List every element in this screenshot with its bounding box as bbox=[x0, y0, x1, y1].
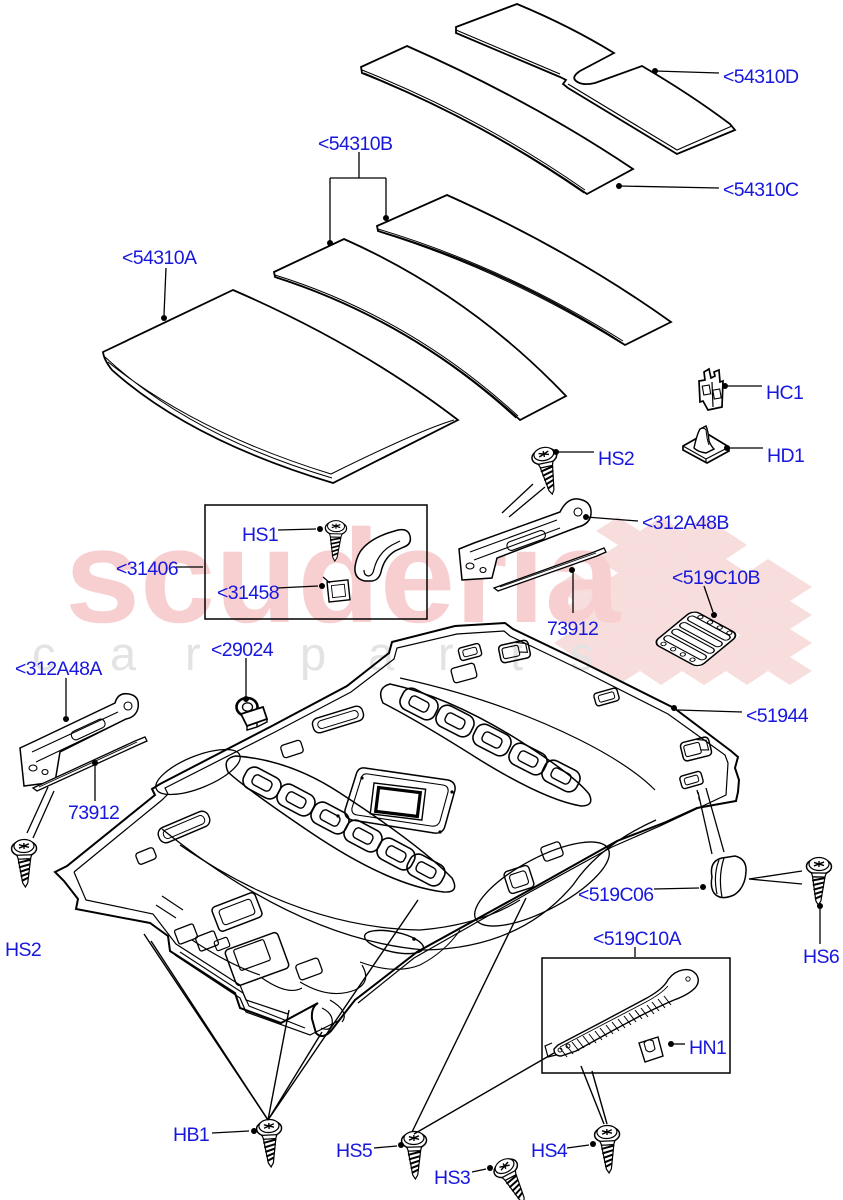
svg-text:HD1: HD1 bbox=[767, 445, 804, 467]
svg-text:a: a bbox=[368, 627, 395, 680]
svg-text:r: r bbox=[185, 627, 201, 680]
svg-text:p: p bbox=[300, 627, 326, 680]
svg-text:r: r bbox=[438, 627, 454, 680]
svg-text:<519C10A: <519C10A bbox=[593, 928, 681, 950]
svg-text:73912: 73912 bbox=[68, 802, 119, 824]
svg-text:<29024: <29024 bbox=[211, 639, 274, 661]
svg-text:HS2: HS2 bbox=[598, 448, 634, 470]
svg-text:<54310A: <54310A bbox=[122, 247, 197, 269]
svg-text:HS2: HS2 bbox=[5, 939, 41, 961]
svg-text:<519C06: <519C06 bbox=[578, 884, 654, 906]
svg-text:HN1: HN1 bbox=[689, 1037, 726, 1059]
svg-text:HS6: HS6 bbox=[803, 946, 839, 968]
svg-text:c: c bbox=[32, 627, 56, 680]
svg-text:HS1: HS1 bbox=[242, 524, 278, 546]
svg-text:<519C10B: <519C10B bbox=[672, 567, 760, 589]
svg-text:s: s bbox=[570, 627, 594, 680]
svg-text:a: a bbox=[110, 627, 137, 680]
svg-text:HB1: HB1 bbox=[173, 1124, 209, 1146]
svg-text:HC1: HC1 bbox=[766, 382, 803, 404]
svg-text:HS4: HS4 bbox=[531, 1140, 568, 1162]
svg-text:HS5: HS5 bbox=[336, 1140, 373, 1162]
svg-text:<51944: <51944 bbox=[746, 705, 809, 727]
svg-text:<312A48B: <312A48B bbox=[642, 512, 729, 534]
svg-text:t: t bbox=[510, 627, 523, 680]
svg-text:<31458: <31458 bbox=[217, 582, 279, 604]
svg-text:<54310B: <54310B bbox=[318, 133, 392, 155]
svg-text:<31406: <31406 bbox=[116, 558, 178, 580]
svg-text:HS3: HS3 bbox=[434, 1167, 470, 1189]
svg-text:<312A48A: <312A48A bbox=[15, 658, 102, 680]
svg-text:73912: 73912 bbox=[547, 618, 598, 640]
svg-text:<54310D: <54310D bbox=[723, 66, 799, 88]
svg-text:<54310C: <54310C bbox=[723, 179, 799, 201]
